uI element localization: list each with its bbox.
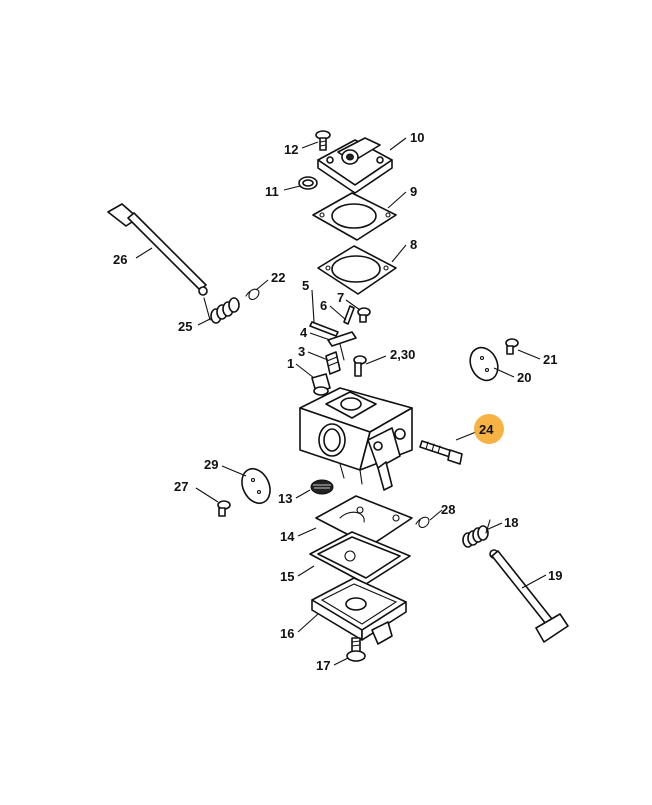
callout-13[interactable]: 13 (278, 491, 292, 506)
callout-20[interactable]: 20 (517, 370, 531, 385)
callout-8[interactable]: 8 (410, 237, 417, 252)
callout-27[interactable]: 27 (174, 479, 188, 494)
callout-1[interactable]: 1 (287, 356, 294, 371)
callout-28[interactable]: 28 (441, 502, 455, 517)
part-26-throttle-shaft[interactable] (107, 203, 208, 296)
callout-16[interactable]: 16 (280, 626, 294, 641)
callout-22[interactable]: 22 (271, 270, 285, 285)
callout-7[interactable]: 7 (337, 290, 344, 305)
callout-17[interactable]: 17 (316, 658, 330, 673)
part-17-screw[interactable] (346, 637, 366, 662)
part-7-screw[interactable] (357, 307, 371, 323)
part-2-30-screw[interactable] (353, 355, 367, 377)
part-12-screw[interactable] (315, 130, 331, 151)
part-18-spring[interactable] (462, 519, 491, 548)
callout-6[interactable]: 6 (320, 298, 327, 313)
part-16-cover[interactable] (311, 577, 407, 645)
highlight-circle (474, 414, 504, 444)
callout-21[interactable]: 21 (543, 352, 557, 367)
callout-10[interactable]: 10 (410, 130, 424, 145)
callout-2-30[interactable]: 2,30 (390, 347, 415, 362)
part-8-diaphragm[interactable] (317, 245, 397, 295)
part-20-throttle-plate[interactable] (465, 343, 503, 385)
callout-26[interactable]: 26 (113, 252, 127, 267)
part-22-clip[interactable] (245, 288, 260, 301)
part-21-screw[interactable] (505, 338, 519, 355)
callout-18[interactable]: 18 (504, 515, 518, 530)
part-4-lever[interactable] (327, 331, 357, 361)
part-27-screw[interactable] (217, 500, 231, 517)
part-1-plug[interactable] (311, 373, 331, 396)
callout-3[interactable]: 3 (298, 344, 305, 359)
callout-25[interactable]: 25 (178, 319, 192, 334)
part-5-needle[interactable] (309, 321, 339, 337)
part-24-adjusting-screw[interactable] (419, 440, 463, 465)
part-9-gasket[interactable] (312, 192, 397, 241)
callout-24[interactable]: 24 (479, 422, 494, 437)
part-13-filter-screen[interactable] (310, 479, 334, 495)
callout-4[interactable]: 4 (300, 325, 308, 340)
callout-9[interactable]: 9 (410, 184, 417, 199)
part-11-o-ring[interactable] (298, 176, 318, 190)
part-15-diaphragm[interactable] (309, 531, 411, 585)
part-6-pin[interactable] (343, 305, 355, 325)
callout-11[interactable]: 11 (265, 184, 279, 199)
callout-29[interactable]: 29 (204, 457, 218, 472)
callout-labels: 12 10 11 9 8 26 22 25 5 6 7 4 3 2,30 1 2… (113, 130, 562, 673)
part-10-pump-cover[interactable] (317, 137, 393, 194)
callout-5[interactable]: 5 (302, 278, 309, 293)
part-25-spring[interactable] (203, 297, 240, 324)
leader-lines (135, 137, 547, 666)
callout-19[interactable]: 19 (548, 568, 562, 583)
part-28-clip[interactable] (415, 516, 430, 529)
callout-15[interactable]: 15 (280, 569, 294, 584)
callout-12[interactable]: 12 (284, 142, 298, 157)
callout-14[interactable]: 14 (280, 529, 295, 544)
part-19-choke-shaft[interactable] (489, 549, 569, 643)
part-29-choke-plate[interactable] (237, 464, 276, 508)
carburetor-body[interactable] (299, 387, 413, 491)
part-3-spring[interactable] (325, 351, 341, 375)
